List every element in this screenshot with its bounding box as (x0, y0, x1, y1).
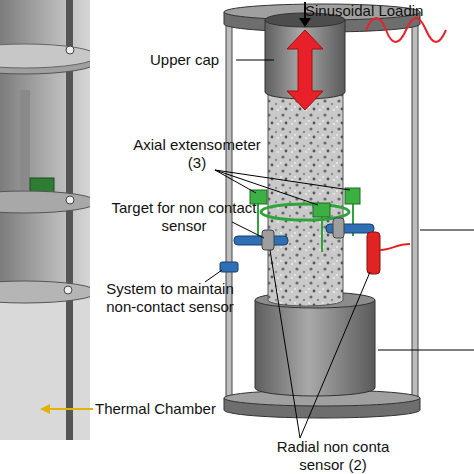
sine-wave (366, 18, 446, 42)
leader-line (236, 60, 274, 61)
part-label: Target for non contact sensor (104, 199, 264, 235)
middle-disc (0, 191, 90, 213)
lower-disc (0, 281, 90, 303)
leader-line (420, 230, 474, 231)
part-label: Axial extensometer (3) (132, 136, 262, 172)
leader-line (378, 350, 474, 351)
sensor-holder (234, 236, 288, 245)
pointer-arrowhead (40, 404, 50, 414)
frame-post (20, 90, 30, 190)
leader-line (300, 272, 370, 438)
tie-rod (412, 20, 418, 402)
extensometer (345, 188, 360, 204)
part-label: Upper cap (150, 51, 240, 69)
part-label: System to maintain non-contact sensor (100, 280, 240, 316)
leader-line (270, 250, 300, 438)
leader-line (232, 222, 264, 238)
part-label: Radial non conta sensor (2) (272, 438, 394, 474)
part-label: Thermal Chamber (95, 400, 245, 418)
bolt (66, 46, 74, 54)
chamber-floor (0, 300, 90, 440)
bolt (64, 286, 72, 294)
extensometer (313, 203, 330, 217)
target (262, 230, 274, 250)
sensor-mount (220, 262, 238, 272)
load-arrowhead (299, 18, 311, 27)
bolt (66, 196, 74, 204)
double-arrow (287, 30, 323, 110)
photo (0, 0, 90, 440)
sensor-wire (380, 244, 410, 250)
leader-line (215, 170, 350, 190)
top-disc-face (0, 44, 90, 68)
pointer-arrow (48, 408, 93, 410)
extensometer-rod (257, 202, 259, 238)
lower-cap (255, 300, 375, 396)
target (333, 218, 344, 238)
specimen (268, 92, 343, 306)
part-label: Sinusoidal Loadin (305, 2, 474, 20)
radial-sensor (367, 232, 380, 274)
extensometer-rod (321, 215, 323, 252)
